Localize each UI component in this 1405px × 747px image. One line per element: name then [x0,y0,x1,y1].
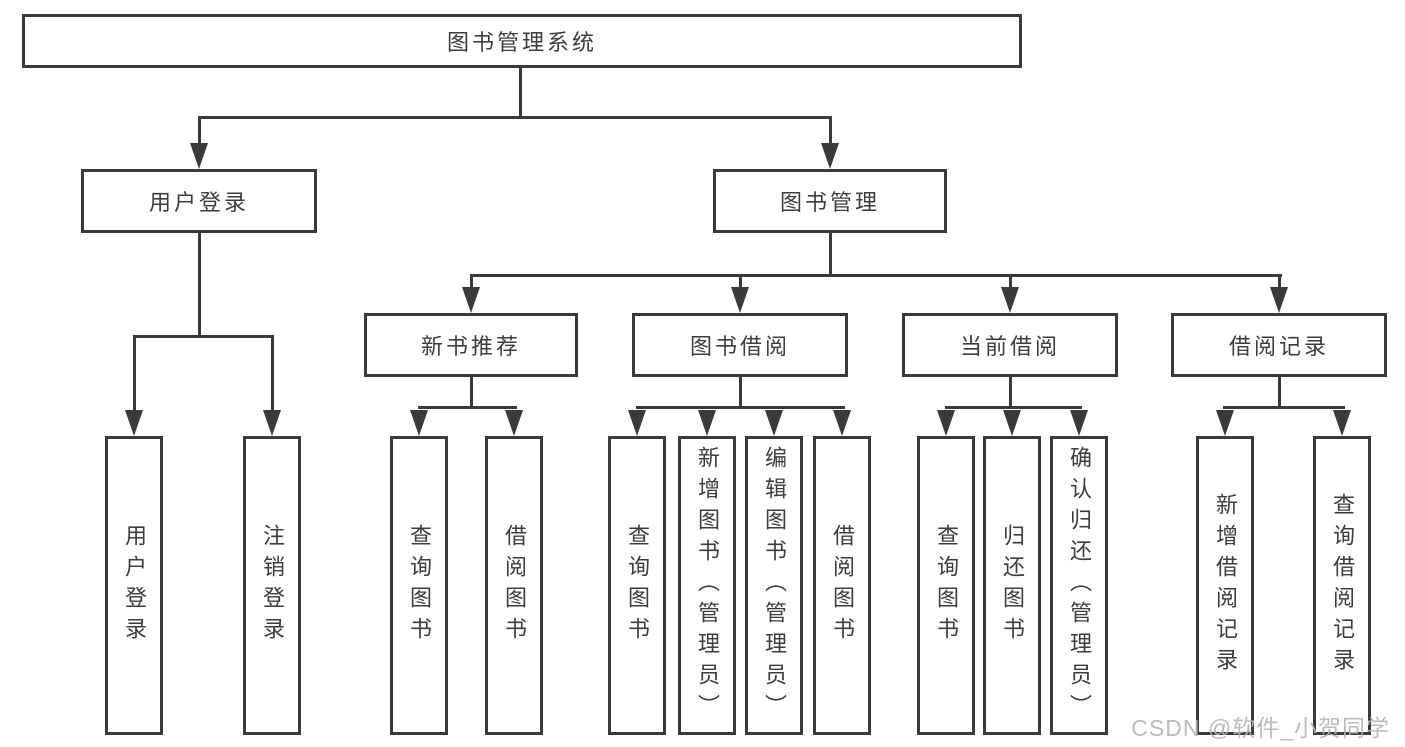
connector-line [1009,377,1012,408]
arrow-down-icon [505,410,523,436]
connector-line [198,233,201,338]
arrow-down-icon [462,287,480,313]
connector-line [470,377,473,408]
leaf-current-query-books: 查询图书 [917,436,975,735]
group-new-book-recommend-label: 新书推荐 [420,334,521,359]
leaf-recommend-borrow-books: 借阅图书 [485,436,543,735]
root-node-label: 图书管理系统 [446,30,597,55]
connector-line [418,406,517,409]
connector-line [198,116,201,146]
leaf-edit-books-admin: 编辑图书（管理员） [745,436,803,735]
leaf-user-login: 用户登录 [105,436,163,735]
arrow-down-icon [628,410,646,436]
leaf-recommend-query-books: 查询图书 [390,436,448,735]
leaf-return-books-label: 归还图书 [1000,523,1025,648]
arrow-down-icon [1001,287,1019,313]
connector-line [470,274,1282,277]
leaf-borrow-query-books: 查询图书 [608,436,666,735]
leaf-query-borrow-record-label: 查询借阅记录 [1330,492,1355,679]
leaf-edit-books-admin-label: 编辑图书（管理员） [762,446,787,725]
arrow-down-icon [190,143,208,169]
connector-line [636,406,845,409]
connector-line [945,406,1082,409]
arrow-down-icon [1003,410,1021,436]
connector-line [198,116,832,119]
group-current-borrow: 当前借阅 [902,313,1118,377]
group-book-borrow-label: 图书借阅 [689,334,790,359]
connector-line [1278,377,1281,408]
connector-line [470,274,473,290]
connector-line [271,335,274,413]
connector-line [133,335,136,413]
leaf-add-borrow-record: 新增借阅记录 [1196,436,1254,735]
arrow-down-icon [1070,410,1088,436]
connector-line [1223,406,1345,409]
arrow-down-icon [698,410,716,436]
leaf-confirm-return-admin-label: 确认归还（管理员） [1067,446,1092,725]
group-new-book-recommend: 新书推荐 [364,313,578,377]
arrow-down-icon [125,410,143,436]
branch-user-login: 用户登录 [81,169,317,233]
arrow-down-icon [1270,287,1288,313]
leaf-borrow-books: 借阅图书 [813,436,871,735]
branch-book-management-label: 图书管理 [779,190,880,215]
leaf-add-borrow-record-label: 新增借阅记录 [1213,492,1238,679]
connector-line [1009,274,1012,290]
branch-book-management: 图书管理 [713,169,947,233]
connector-line [1278,274,1281,290]
branch-user-login-label: 用户登录 [148,190,249,215]
group-borrow-records: 借阅记录 [1171,313,1387,377]
arrow-down-icon [410,410,428,436]
leaf-confirm-return-admin: 确认归还（管理员） [1050,436,1108,735]
arrow-down-icon [1333,410,1351,436]
leaf-logout-label: 注销登录 [260,523,285,648]
csdn-watermark: CSDN @软件_小贺同学 [1131,715,1390,741]
arrow-down-icon [1216,410,1234,436]
arrow-down-icon [263,410,281,436]
leaf-add-books-admin-label: 新增图书（管理员） [695,446,720,725]
leaf-query-borrow-record: 查询借阅记录 [1313,436,1371,735]
connector-line [133,335,274,338]
group-book-borrow: 图书借阅 [632,313,848,377]
leaf-borrow-books-label: 借阅图书 [830,523,855,648]
arrow-down-icon [731,287,749,313]
root-node: 图书管理系统 [22,14,1022,68]
leaf-recommend-borrow-books-label: 借阅图书 [502,523,527,648]
group-current-borrow-label: 当前借阅 [959,334,1060,359]
arrow-down-icon [821,143,839,169]
leaf-add-books-admin: 新增图书（管理员） [678,436,736,735]
connector-line [829,233,832,277]
leaf-current-query-books-label: 查询图书 [934,523,959,648]
connector-line [519,68,522,119]
connector-line [829,116,832,146]
leaf-return-books: 归还图书 [983,436,1041,735]
leaf-recommend-query-books-label: 查询图书 [407,523,432,648]
leaf-user-login-label: 用户登录 [122,523,147,648]
arrow-down-icon [937,410,955,436]
leaf-logout: 注销登录 [243,436,301,735]
group-borrow-records-label: 借阅记录 [1228,334,1329,359]
arrow-down-icon [765,410,783,436]
connector-line [739,274,742,290]
arrow-down-icon [833,410,851,436]
leaf-borrow-query-books-label: 查询图书 [625,523,650,648]
connector-line [739,377,742,408]
